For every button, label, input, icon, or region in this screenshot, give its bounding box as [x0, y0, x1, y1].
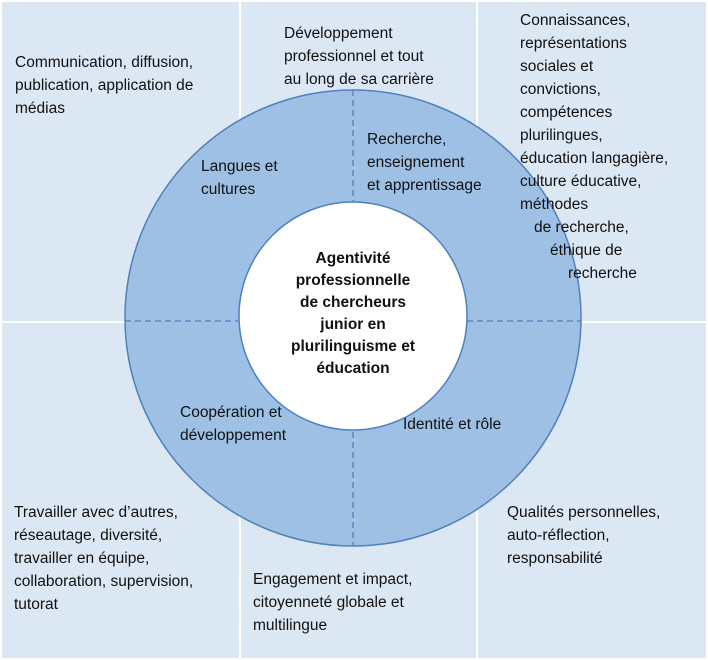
- text-line: Recherche,: [367, 131, 447, 148]
- text-line: cultures: [201, 181, 256, 198]
- text-line: réseautage, diversité,: [14, 527, 163, 544]
- text-line: au long de sa carrière: [284, 71, 434, 88]
- text-line: collaboration, supervision,: [14, 573, 194, 590]
- text-line: culture éducative,: [520, 173, 642, 190]
- text-line: responsabilité: [507, 550, 603, 567]
- text-line: éthique de: [550, 242, 623, 259]
- text-line: représentations: [520, 35, 627, 52]
- text-line: et apprentissage: [367, 177, 482, 194]
- ring-label-bottom-right: Identité et rôle: [403, 413, 501, 436]
- text-line: publication, application de: [15, 77, 194, 94]
- text-line: recherche: [568, 265, 637, 282]
- text-line: de recherche,: [534, 219, 629, 236]
- text-line: convictions,: [520, 81, 601, 98]
- text-line: Communication, diffusion,: [15, 54, 194, 71]
- text-line: éducation langagière,: [520, 150, 669, 167]
- text-line: Qualités personnelles,: [507, 504, 661, 521]
- text-line: professionnel et tout: [284, 48, 424, 65]
- text-line: Identité et rôle: [403, 416, 502, 433]
- text-line: professionnelle: [295, 272, 411, 289]
- text-line: Langues et: [201, 158, 278, 175]
- text-line: Travailler avec d’autres,: [14, 504, 178, 521]
- ring-label-top-right: Recherche, enseignement et apprentissage: [367, 128, 482, 197]
- cell-text-bottom-right: Qualités personnelles, auto-réflection, …: [507, 501, 660, 570]
- text-line: médias: [15, 100, 65, 117]
- text-line: plurilinguisme et: [290, 338, 415, 355]
- cell-text-bottom-middle: Engagement et impact, citoyenneté global…: [253, 568, 412, 637]
- text-line: travailler en équipe,: [14, 550, 150, 567]
- text-line: Développement: [284, 25, 393, 42]
- text-line: Connaissances,: [520, 12, 631, 29]
- text-line: Coopération et: [180, 404, 282, 421]
- text-line: junior en: [320, 316, 386, 333]
- text-line: Engagement et impact,: [253, 571, 413, 588]
- cell-text-top-left: Communication, diffusion, publication, a…: [15, 51, 193, 120]
- text-line: de chercheurs: [300, 294, 406, 311]
- text-line: multilingue: [253, 617, 328, 634]
- text-line: Agentivité: [315, 250, 391, 267]
- cell-text-top-middle: Développement professionnel et tout au l…: [284, 22, 434, 91]
- ring-label-bottom-left: Coopération et développement: [180, 401, 286, 447]
- text-line: compétences: [520, 104, 613, 121]
- cell-text-top-right: Connaissances, représentations sociales …: [520, 9, 694, 285]
- text-line: citoyenneté globale et: [253, 594, 404, 611]
- text-line: développement: [180, 427, 286, 444]
- text-line: éducation: [316, 360, 390, 377]
- text-line: auto-réflection,: [507, 527, 610, 544]
- center-label: Agentivité professionnelle de chercheurs…: [253, 248, 453, 380]
- center-circle: [238, 201, 468, 431]
- text-line: tutorat: [14, 596, 58, 613]
- text-line: enseignement: [367, 154, 465, 171]
- cell-text-bottom-left: Travailler avec d’autres, réseautage, di…: [14, 501, 193, 616]
- text-line: plurilingues,: [520, 127, 603, 144]
- text-line: sociales et: [520, 58, 594, 75]
- ring-label-top-left: Langues et cultures: [201, 155, 278, 201]
- text-line: méthodes: [520, 196, 589, 213]
